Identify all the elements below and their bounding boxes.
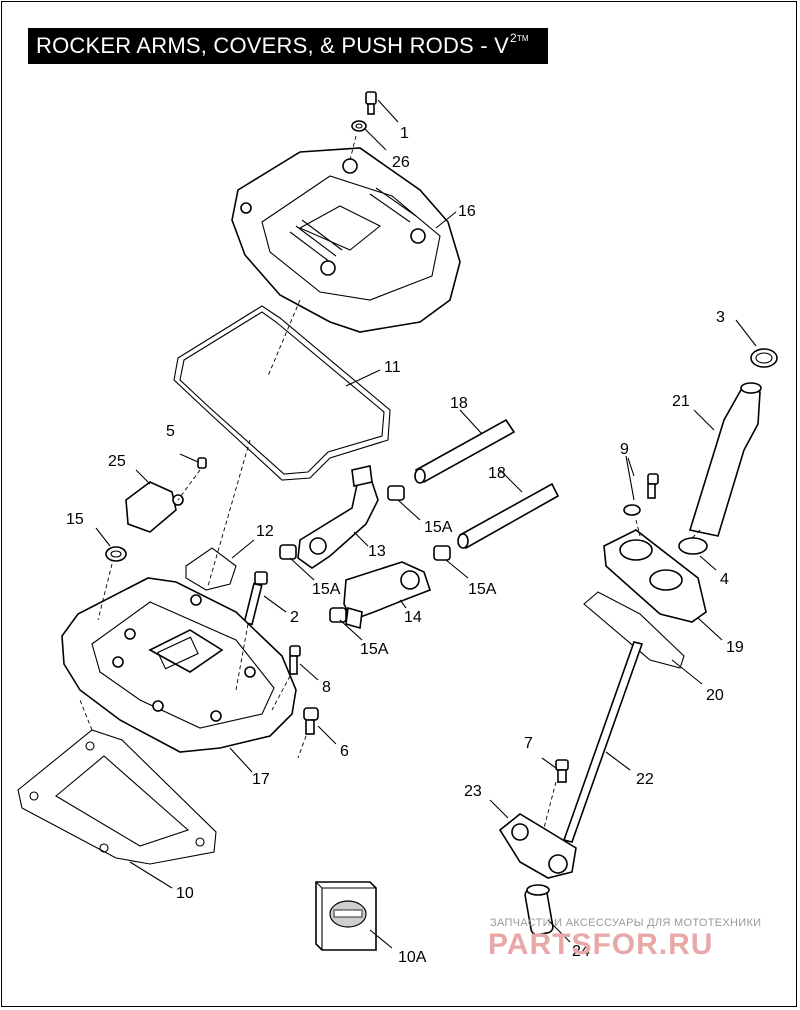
callout-10a: 10A: [398, 949, 427, 966]
part-23-anti-rotation-block: [498, 813, 577, 879]
part-13-rocker-arm: [297, 465, 379, 569]
callout-8: 8: [322, 679, 331, 696]
part-15-seal: [105, 546, 127, 562]
callout-13: 13: [368, 543, 386, 560]
part-7-screw: [555, 759, 569, 783]
part-8-bolt: [289, 645, 301, 675]
callout-15: 15: [66, 511, 84, 528]
callout-15a-2: 15A: [312, 581, 341, 598]
part-14-rocker-arm: [343, 561, 432, 630]
part-9-bolt-and-washer: [623, 473, 659, 516]
callout-17: 17: [252, 771, 270, 788]
callout-2: 2: [290, 609, 299, 626]
part-20-lifter-gasket: [583, 591, 685, 669]
watermark-brand: PARTSFOR.RU: [488, 928, 714, 961]
title-trademark: TM: [516, 33, 529, 43]
callout-19: 19: [726, 639, 744, 656]
part-2-bolt: [243, 571, 268, 626]
part-16-rocker-cover: [231, 147, 461, 333]
part-15a-bushing-4: [329, 607, 347, 623]
part-19-lifter-cover: [603, 529, 707, 623]
part-18-rocker-shaft-upper: [414, 418, 516, 484]
callout-6: 6: [340, 743, 349, 760]
callout-24: 24: [572, 943, 590, 960]
callout-11: 11: [384, 359, 401, 376]
callout-23: 23: [464, 783, 482, 800]
part-10-base-gasket: [17, 729, 217, 865]
callout-1: 1: [400, 125, 409, 142]
callout-4: 4: [720, 571, 729, 588]
callout-15a-3: 15A: [468, 581, 497, 598]
part-21-push-rod-tube: [688, 382, 762, 537]
title-text: ROCKER ARMS, COVERS, & PUSH RODS - V: [36, 33, 509, 58]
part-15a-bushing-3: [433, 545, 451, 561]
callout-12: 12: [256, 523, 274, 540]
callout-18-lower: 18: [488, 465, 506, 482]
callout-9: 9: [620, 441, 629, 458]
callout-14: 14: [404, 609, 422, 626]
watermark-tagline: ЗАПЧАСТИ И АКСЕССУАРЫ ДЛЯ МОТОТЕХНИКИ: [490, 917, 762, 929]
part-25-breather-cover: [125, 481, 184, 533]
callout-25: 25: [108, 453, 126, 470]
callout-15a-4: 15A: [360, 641, 389, 658]
callout-20: 20: [706, 687, 724, 704]
part-1-screw: [365, 91, 377, 115]
part-22-push-rod: [562, 641, 644, 843]
part-11-cover-gasket: [173, 305, 391, 481]
part-6-bolt: [303, 707, 319, 735]
part-17-rocker-housing: [61, 577, 297, 753]
callout-10: 10: [176, 885, 194, 902]
part-3-o-ring: [750, 348, 778, 368]
callout-3: 3: [716, 309, 725, 326]
callout-labels: 1 26 16 11 18 18 15A 13 15A 15A 14 15A 1…: [66, 125, 744, 966]
callout-22: 22: [636, 771, 654, 788]
part-15a-bushing-1: [387, 485, 405, 501]
callout-15a-1: 15A: [424, 519, 453, 536]
callout-16: 16: [458, 203, 476, 220]
part-18-rocker-shaft-lower: [457, 482, 560, 550]
part-5-screw: [197, 457, 207, 469]
part-15a-bushing-2: [279, 544, 297, 560]
title-superscript: 2: [509, 31, 517, 45]
part-24-hydraulic-lifter: [524, 884, 554, 936]
callout-7: 7: [524, 735, 533, 752]
part-4-o-ring: [678, 537, 708, 555]
callout-18-upper: 18: [450, 395, 468, 412]
part-10a-kit-box: [315, 881, 377, 951]
part-26-washer: [351, 120, 367, 132]
callout-5: 5: [166, 423, 175, 440]
leader-lines: [95, 99, 757, 949]
part-12-gasket: [185, 547, 237, 591]
callout-21: 21: [672, 393, 690, 410]
callout-26: 26: [392, 154, 410, 171]
